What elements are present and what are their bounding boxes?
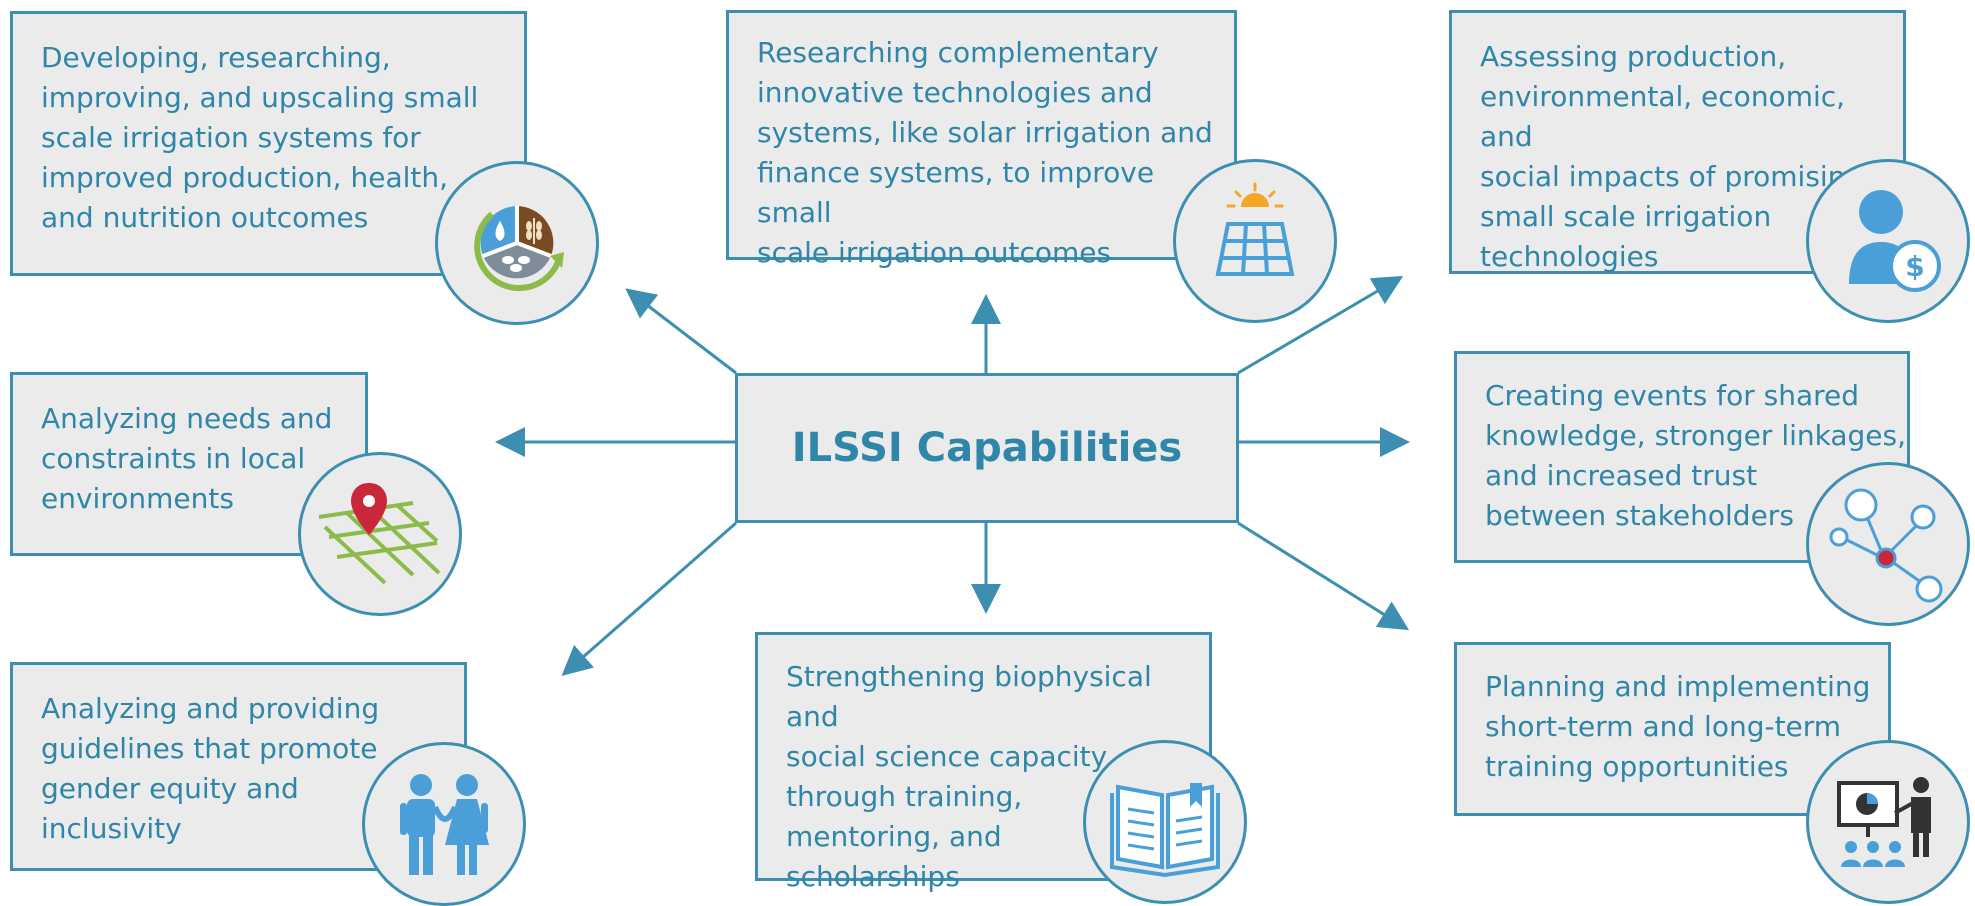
arrow-to-bottom-right bbox=[1237, 521, 1410, 631]
text-line: Researching complementary bbox=[757, 36, 1159, 69]
text-line: improving, and upscaling small bbox=[41, 81, 479, 114]
text-line: inclusivity bbox=[41, 812, 182, 845]
text-line: Developing, researching, bbox=[41, 41, 391, 74]
capability-text-8: Planning and implementing short-term and… bbox=[1485, 667, 1870, 787]
text-line: Creating events for shared bbox=[1485, 379, 1860, 412]
text-line: Analyzing needs and bbox=[41, 402, 333, 435]
capability-box-1: Developing, researching, improving, and … bbox=[10, 11, 527, 276]
text-line: scholarships bbox=[786, 860, 960, 893]
text-line: improved production, health, bbox=[41, 161, 449, 194]
network-icon bbox=[1806, 462, 1970, 626]
text-line: through training, bbox=[786, 780, 1023, 813]
text-line: innovative technologies and bbox=[757, 76, 1153, 109]
arrow-to-bottom-left bbox=[561, 521, 737, 676]
text-line: environments bbox=[41, 482, 234, 515]
open-book-icon bbox=[1083, 740, 1247, 904]
couple-icon bbox=[362, 742, 526, 906]
text-line: training opportunities bbox=[1485, 750, 1789, 783]
capability-text-2: Researching complementary innovative tec… bbox=[757, 33, 1234, 273]
text-line: gender equity and bbox=[41, 772, 299, 805]
text-line: scale irrigation systems for bbox=[41, 121, 421, 154]
text-line: social impacts of promising bbox=[1480, 160, 1864, 193]
food-water-cycle-icon bbox=[435, 161, 599, 325]
person-dollar-icon: $ bbox=[1806, 159, 1970, 323]
arrow-to-top-left bbox=[625, 288, 737, 375]
center-box: ILSSI Capabilities bbox=[735, 373, 1239, 523]
svg-text:$: $ bbox=[1905, 250, 1924, 283]
text-line: technologies bbox=[1480, 240, 1659, 273]
arrow-to-top-right bbox=[1237, 275, 1404, 375]
text-line: Planning and implementing bbox=[1485, 670, 1871, 703]
text-line: and nutrition outcomes bbox=[41, 201, 369, 234]
capability-box-2: Researching complementary innovative tec… bbox=[726, 10, 1237, 269]
solar-panel-icon bbox=[1173, 159, 1337, 323]
text-line: knowledge, stronger linkages, bbox=[1485, 419, 1906, 452]
capability-box-8: Planning and implementing short-term and… bbox=[1454, 642, 1891, 816]
text-line: finance systems, to improve small bbox=[757, 156, 1155, 229]
text-line: small scale irrigation bbox=[1480, 200, 1772, 233]
capability-text-5: Creating events for shared knowledge, st… bbox=[1485, 376, 1906, 536]
text-line: and increased trust bbox=[1485, 459, 1758, 492]
map-pin-icon bbox=[298, 452, 462, 616]
text-line: guidelines that promote bbox=[41, 732, 378, 765]
text-line: Assessing production, bbox=[1480, 40, 1787, 73]
capability-text-1: Developing, researching, improving, and … bbox=[41, 38, 478, 238]
text-line: Strengthening biophysical and bbox=[786, 660, 1152, 733]
text-line: social science capacity bbox=[786, 740, 1108, 773]
text-line: systems, like solar irrigation and bbox=[757, 116, 1213, 149]
text-line: environmental, economic, and bbox=[1480, 80, 1846, 153]
center-title: ILSSI Capabilities bbox=[791, 425, 1183, 471]
capability-text-6: Analyzing and providing guidelines that … bbox=[41, 689, 379, 849]
text-line: between stakeholders bbox=[1485, 499, 1794, 532]
capability-text-7: Strengthening biophysical and social sci… bbox=[786, 657, 1209, 897]
text-line: constraints in local bbox=[41, 442, 306, 475]
text-line: short-term and long-term bbox=[1485, 710, 1842, 743]
capability-text-4: Analyzing needs and constraints in local… bbox=[41, 399, 332, 519]
text-line: mentoring, and bbox=[786, 820, 1002, 853]
capability-text-3: Assessing production, environmental, eco… bbox=[1480, 37, 1903, 277]
capability-box-5: Creating events for shared knowledge, st… bbox=[1454, 351, 1910, 563]
text-line: scale irrigation outcomes bbox=[757, 236, 1112, 269]
presentation-icon bbox=[1806, 740, 1970, 904]
text-line: Analyzing and providing bbox=[41, 692, 380, 725]
